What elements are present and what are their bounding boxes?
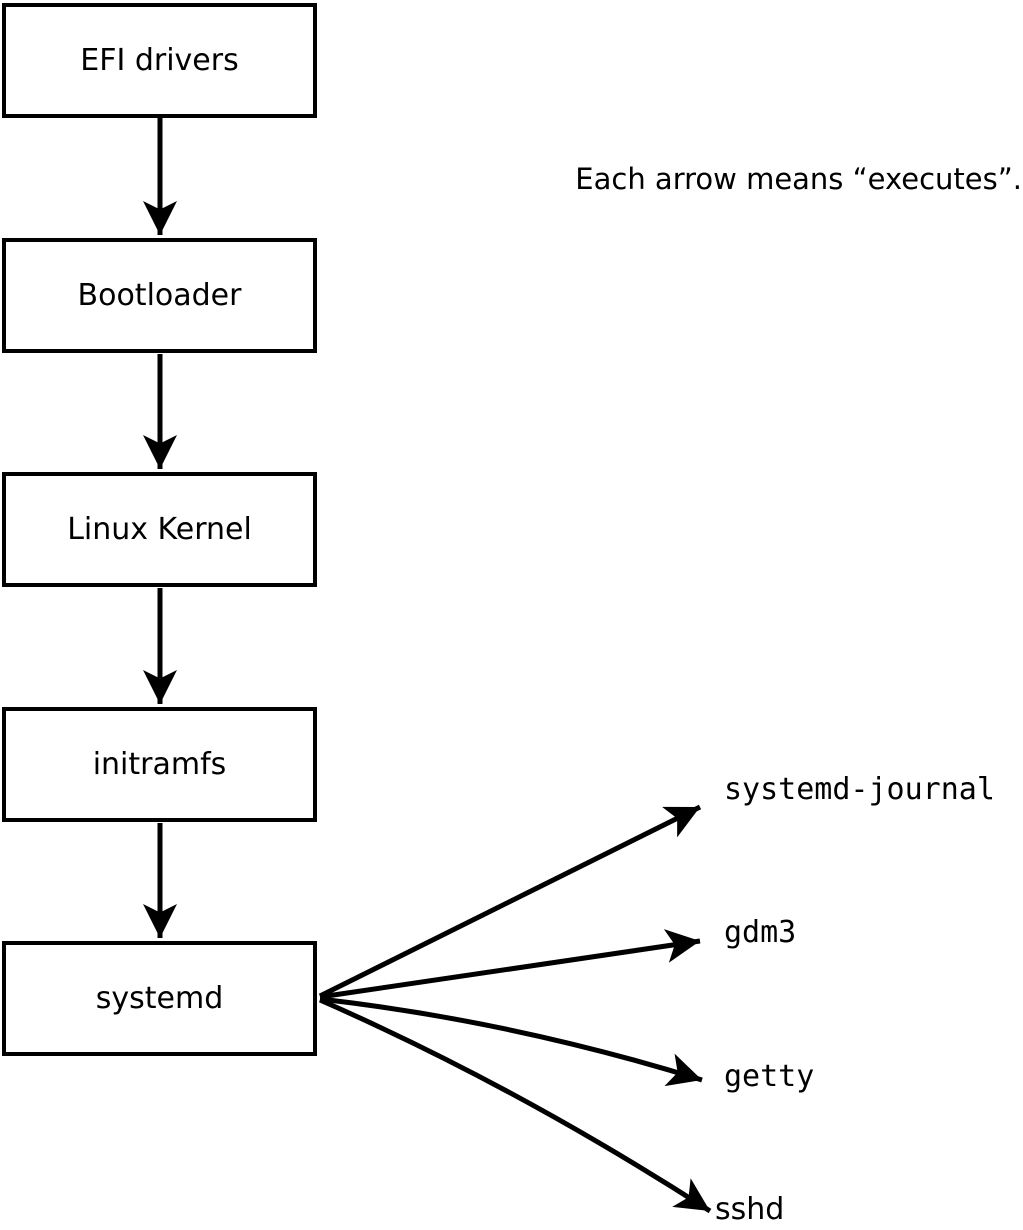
flow-box-initramfs: initramfs: [2, 707, 317, 822]
flow-box-label: initramfs: [92, 747, 227, 782]
arrow-systemd-to-gdm3: [319, 929, 701, 1000]
flow-box-systemd: systemd: [2, 941, 317, 1056]
flow-box-efi-drivers: EFI drivers: [2, 3, 317, 118]
flow-box-linux-kernel: Linux Kernel: [2, 472, 317, 587]
flow-box-label: Linux Kernel: [67, 512, 252, 547]
target-label-gdm3: gdm3: [724, 915, 797, 950]
arrow-systemd-to-sshd: [318, 997, 712, 1214]
arrow-systemd-to-journal: [318, 804, 702, 999]
arrow-legend-text: Each arrow means “executes”.: [575, 162, 1022, 196]
flow-box-label: Bootloader: [77, 278, 242, 313]
target-label-systemd-journal: systemd-journal: [724, 772, 995, 807]
flow-box-bootloader: Bootloader: [2, 238, 317, 353]
target-label-getty: getty: [724, 1059, 815, 1094]
flow-box-label: EFI drivers: [80, 43, 239, 78]
arrow-systemd-to-getty: [319, 996, 703, 1087]
target-label-sshd: sshd: [715, 1192, 785, 1227]
flow-box-label: systemd: [95, 981, 224, 1016]
